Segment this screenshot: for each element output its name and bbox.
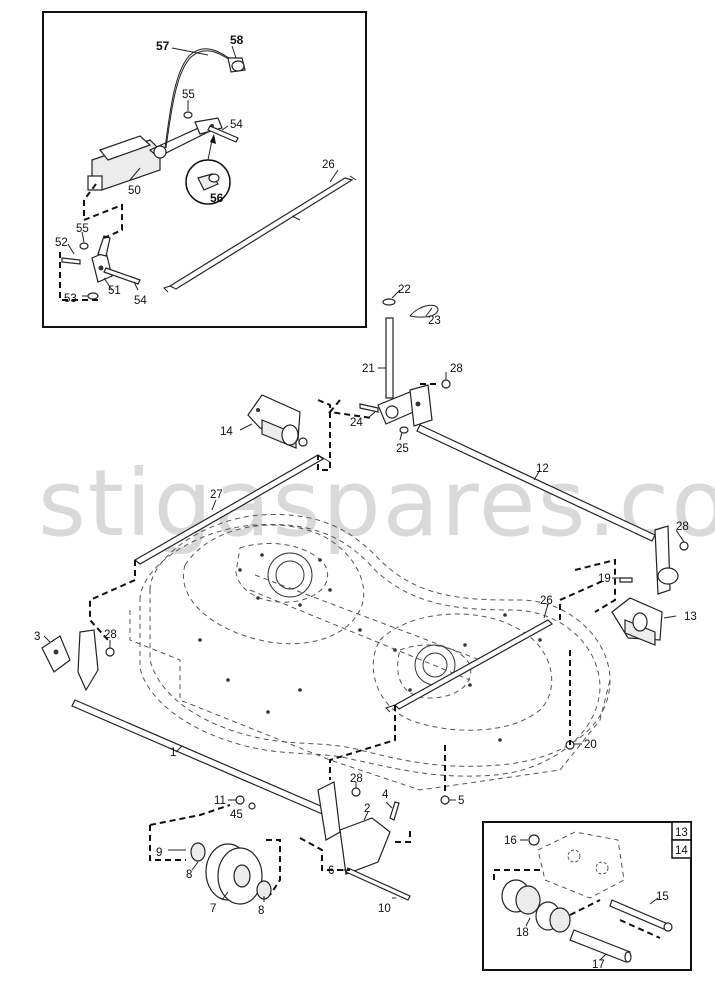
- inset-header-14: 14: [675, 845, 688, 857]
- label-11: 11: [214, 795, 226, 807]
- label-7: 7: [210, 903, 216, 915]
- label-28-low: 28: [350, 773, 363, 785]
- label-58: 58: [230, 33, 244, 47]
- deck-holes: [198, 553, 542, 742]
- label-2: 2: [364, 803, 370, 815]
- top-inset-frame: [42, 11, 367, 328]
- label-4: 4: [382, 789, 389, 801]
- watermark: stigaspares.co.uk: [38, 450, 715, 557]
- lever-part-24-25: [359, 384, 433, 434]
- label-26-top: 26: [322, 159, 335, 171]
- label-18: 18: [516, 927, 529, 939]
- label-25: 25: [396, 443, 409, 455]
- label-6: 6: [328, 865, 334, 877]
- label-24: 24: [350, 417, 363, 429]
- top-inset: 57 58 55 54 50 56 26 52 55 53 51 54: [42, 11, 367, 328]
- label-56: 56: [210, 191, 224, 205]
- label-50: 50: [128, 185, 141, 197]
- label-10: 10: [378, 903, 391, 915]
- label-12: 12: [536, 463, 549, 475]
- bracket-part-3: [41, 629, 115, 692]
- label-19: 19: [598, 573, 611, 585]
- label-45: 45: [230, 809, 243, 821]
- bracket-part-51: [91, 235, 113, 283]
- label-13: 13: [684, 611, 697, 623]
- label-51: 51: [108, 285, 121, 297]
- label-15: 15: [656, 891, 669, 903]
- actuator-part-50: [87, 117, 223, 191]
- label-14: 14: [220, 426, 233, 438]
- lever-part-2: [317, 781, 400, 875]
- label-57: 57: [156, 39, 170, 53]
- connector-part-58: [227, 57, 246, 73]
- label-5: 5: [458, 795, 464, 807]
- roller-part-7: [190, 842, 272, 905]
- label-28-top: 28: [450, 363, 463, 375]
- label-9: 9: [156, 847, 162, 859]
- label-52: 52: [55, 237, 68, 249]
- bracket-part-13: [611, 597, 663, 646]
- label-3: 3: [34, 631, 40, 643]
- label-54-low: 54: [134, 295, 147, 307]
- label-55-top: 55: [182, 89, 195, 101]
- label-17: 17: [592, 959, 605, 971]
- label-16: 16: [504, 835, 517, 847]
- label-8-top: 8: [186, 869, 192, 881]
- cutting-deck-outline: [129, 513, 611, 791]
- label-27: 27: [210, 489, 223, 501]
- label-55-low: 55: [76, 223, 89, 235]
- label-21: 21: [362, 363, 375, 375]
- label-22: 22: [398, 284, 411, 296]
- label-1: 1: [170, 747, 176, 759]
- label-23: 23: [428, 315, 441, 327]
- bottom-inset-frame: [482, 821, 692, 971]
- label-8-bottom: 8: [258, 905, 264, 917]
- lever-part-12-end: [619, 525, 689, 595]
- label-28-left: 28: [104, 629, 117, 641]
- label-26-main: 26: [540, 595, 553, 607]
- label-54-top: 54: [230, 119, 243, 131]
- main-diagram: 22 23 21 28 24 25 14 12 27 28 19 13 26 3…: [34, 284, 697, 917]
- bottom-inset: 13 14 16 15 18 17: [482, 821, 692, 971]
- label-53: 53: [64, 293, 77, 305]
- inset-header-13: 13: [675, 827, 688, 839]
- label-28-right: 28: [676, 521, 689, 533]
- label-20: 20: [584, 739, 597, 751]
- bracket-part-14: [247, 394, 308, 449]
